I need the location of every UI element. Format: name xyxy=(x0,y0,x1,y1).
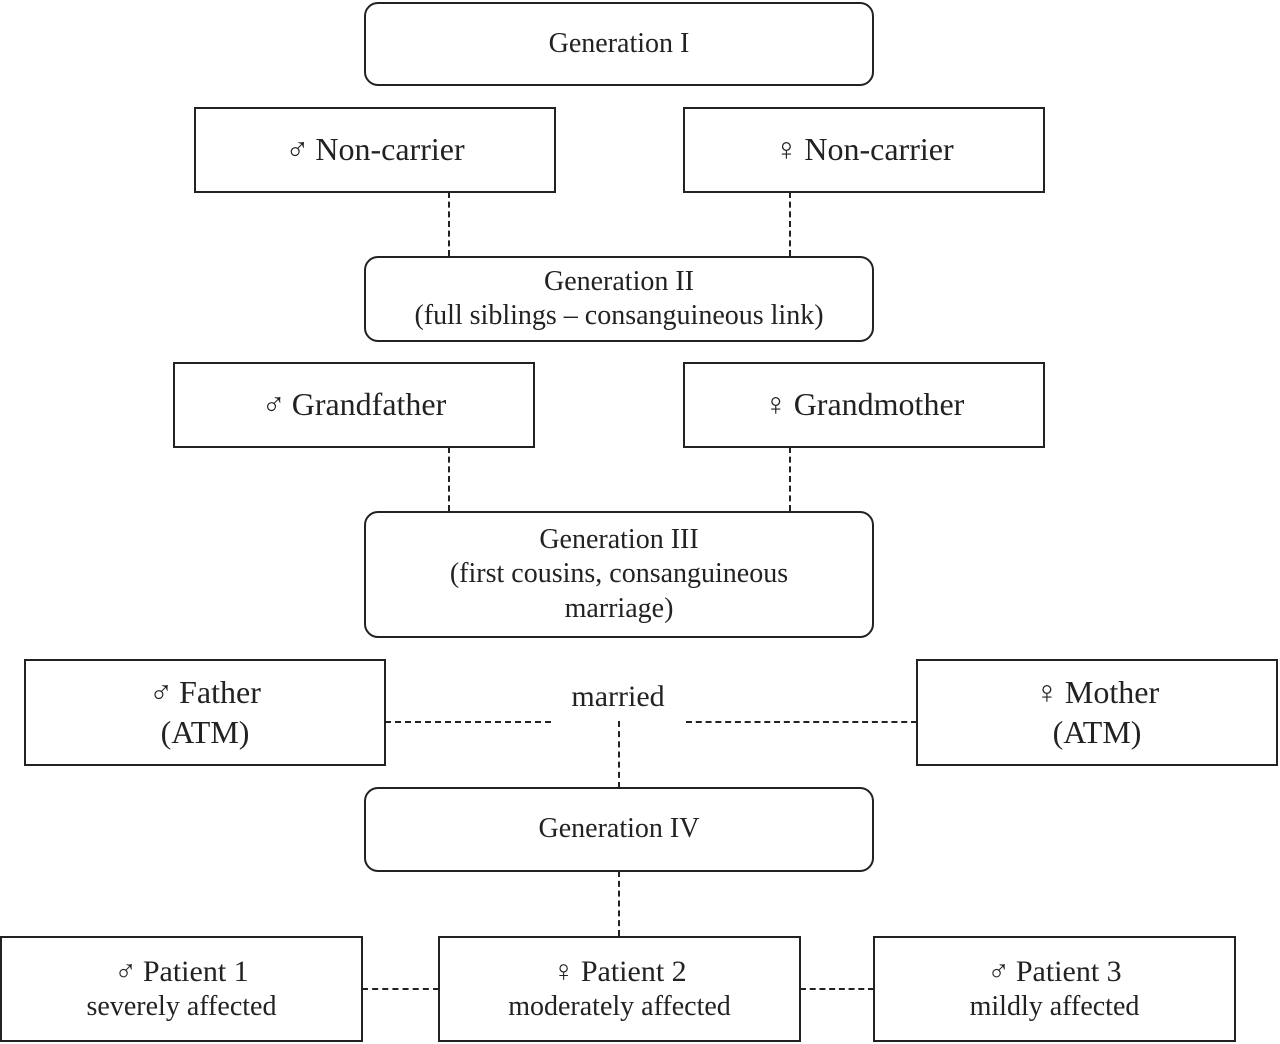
generation-4-box: Generation IV xyxy=(364,787,874,872)
marriage-line-father xyxy=(385,721,551,723)
male-symbol-icon: ♂ xyxy=(261,386,286,423)
grandfather-label: Grandfather xyxy=(291,386,447,423)
generation-2-label: Generation II xyxy=(543,265,695,297)
male-symbol-icon: ♂ xyxy=(114,954,137,988)
generation-2-box: Generation II (full siblings – consangui… xyxy=(364,256,874,342)
female-symbol-icon: ♀ xyxy=(552,954,575,988)
patient-2-severity: moderately affected xyxy=(508,991,731,1023)
mother-status: (ATM) xyxy=(1052,713,1142,750)
patient-2-label: Patient 2 xyxy=(580,954,687,988)
patient-1-box: ♂ Patient 1 severely affected xyxy=(0,936,363,1042)
patient-3-severity: mildly affected xyxy=(969,991,1140,1023)
patient-2-box: ♀ Patient 2 moderately affected xyxy=(438,936,801,1042)
connector-grandmother-to-gen3 xyxy=(789,447,791,511)
gen1-female-label: Non-carrier xyxy=(804,131,954,168)
sibling-line-patient2-patient3 xyxy=(800,988,874,990)
father-status: (ATM) xyxy=(160,713,250,750)
generation-2-note: (full siblings – consanguineous link) xyxy=(414,300,824,331)
marriage-line-mother xyxy=(686,721,917,723)
gen1-female-box: ♀ Non-carrier xyxy=(683,107,1045,193)
female-symbol-icon: ♀ xyxy=(763,386,788,423)
generation-4-label: Generation IV xyxy=(538,813,700,845)
mother-box: ♀ Mother (ATM) xyxy=(916,659,1278,766)
generation-1-box: Generation I xyxy=(364,2,874,86)
generation-3-note-line1: (first cousins, consanguineous xyxy=(449,558,789,590)
connector-gen1-male-to-gen2 xyxy=(448,192,450,256)
patient-1-severity: severely affected xyxy=(86,991,277,1023)
generation-3-label: Generation III xyxy=(539,524,699,556)
connector-gen4-to-patients xyxy=(618,871,620,936)
patient-3-box: ♂ Patient 3 mildly affected xyxy=(873,936,1236,1042)
generation-3-note-line2: marriage) xyxy=(564,592,674,624)
patient-1-label: Patient 1 xyxy=(142,954,249,988)
connector-gen1-female-to-gen2 xyxy=(789,192,791,256)
patient-3-label: Patient 3 xyxy=(1015,954,1122,988)
female-symbol-icon: ♀ xyxy=(1034,674,1059,711)
male-symbol-icon: ♂ xyxy=(987,954,1010,988)
father-box: ♂ Father (ATM) xyxy=(24,659,386,766)
connector-grandfather-to-gen3 xyxy=(448,447,450,511)
connector-marriage-to-gen4 xyxy=(618,721,620,788)
generation-3-box: Generation III (first cousins, consangui… xyxy=(364,511,874,638)
grandfather-box: ♂ Grandfather xyxy=(173,362,535,448)
generation-1-label: Generation I xyxy=(548,27,690,59)
grandmother-label: Grandmother xyxy=(793,386,965,423)
sibling-line-patient1-patient2 xyxy=(362,988,439,990)
mother-label: Mother xyxy=(1064,674,1160,711)
gen1-male-label: Non-carrier xyxy=(315,131,465,168)
married-label: married xyxy=(548,680,688,714)
gen1-male-box: ♂ Non-carrier xyxy=(194,107,556,193)
father-label: Father xyxy=(179,674,261,711)
male-symbol-icon: ♂ xyxy=(149,674,174,711)
female-symbol-icon: ♀ xyxy=(774,131,799,168)
male-symbol-icon: ♂ xyxy=(285,131,310,168)
grandmother-box: ♀ Grandmother xyxy=(683,362,1045,448)
